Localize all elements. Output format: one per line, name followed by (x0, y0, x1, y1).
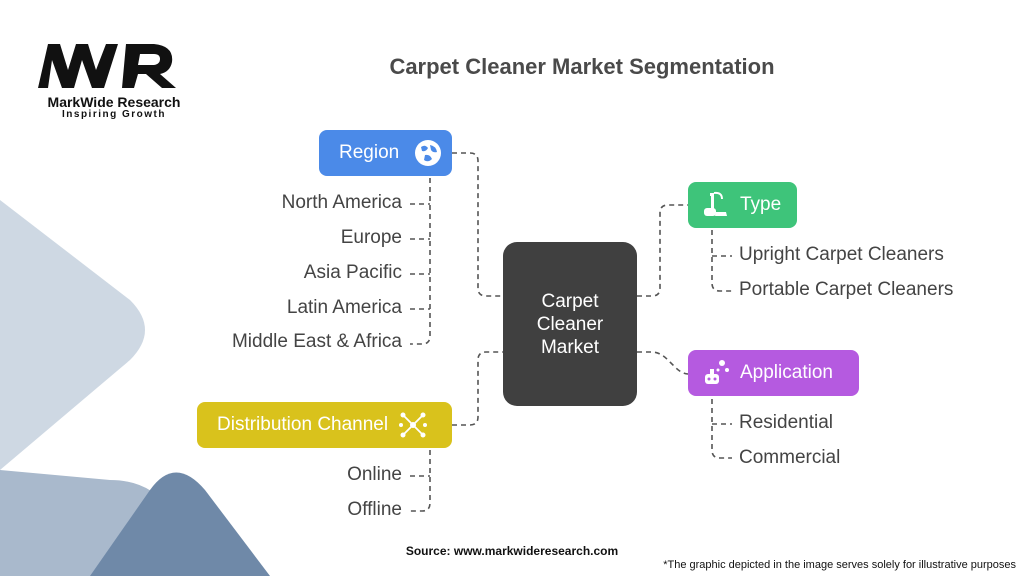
region-item: Europe (340, 227, 402, 248)
type-label: Type (740, 194, 782, 215)
mwr-logo-mark (38, 44, 176, 88)
region-item: Middle East & Africa (231, 331, 402, 352)
brand-name: MarkWide Research (47, 94, 181, 110)
center-line: Carpet (541, 290, 599, 312)
distribution-node: Distribution Channel (197, 402, 452, 448)
source-credit: Source: www.markwideresearch.com (405, 544, 619, 558)
region-label: Region (339, 142, 400, 163)
application-item: Residential (739, 412, 833, 433)
center-line: Cleaner (536, 313, 604, 335)
region-item: Latin America (286, 297, 402, 318)
type-node: Type (688, 182, 797, 228)
vacuum-icon (700, 190, 730, 220)
application-item: Commercial (739, 447, 841, 468)
region-node: Region (319, 130, 452, 176)
robot-icon (700, 358, 730, 388)
type-item: Portable Carpet Cleaners (739, 279, 954, 300)
region-item: Asia Pacific (303, 262, 402, 283)
application-node: Application (688, 350, 859, 396)
region-item: North America (281, 192, 402, 213)
distribution-item: Online (347, 464, 402, 485)
type-item: Upright Carpet Cleaners (739, 244, 944, 265)
disclaimer-note: *The graphic depicted in the image serve… (663, 559, 1016, 571)
brand-logo: MarkWide Research Inspiring Growth (34, 38, 194, 124)
center-line: Market (540, 336, 600, 358)
network-icon (398, 410, 428, 440)
diagram-title: Carpet Cleaner Market Segmentation (389, 54, 775, 79)
center-node: Carpet Cleaner Market (503, 242, 637, 406)
brand-tagline: Inspiring Growth (62, 109, 166, 120)
globe-icon (413, 138, 443, 168)
distribution-label: Distribution Channel (217, 414, 389, 435)
application-label: Application (740, 362, 833, 383)
connectors (410, 152, 732, 512)
distribution-item: Offline (347, 499, 402, 520)
